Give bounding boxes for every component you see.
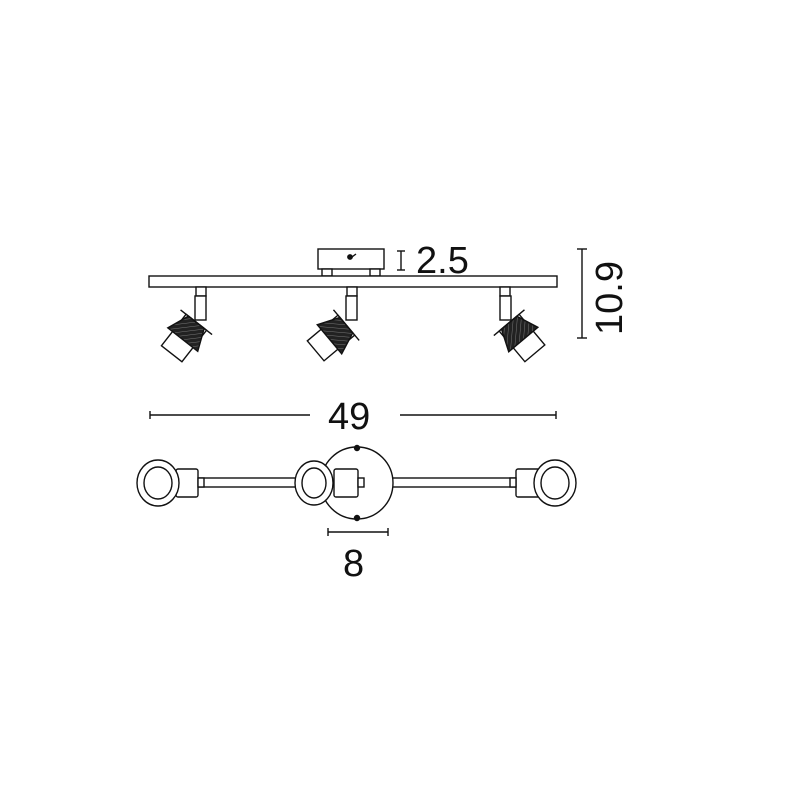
dimension-label-height-short: 2.5 (416, 240, 469, 282)
top-spotlight-middle (294, 460, 365, 506)
dimension-label-width: 49 (328, 396, 371, 438)
dimension-label-height-total: 10.9 (589, 261, 631, 335)
dimension-label-base-diameter: 8 (343, 543, 365, 585)
dimension-lines (149, 248, 587, 536)
top-view (136, 444, 577, 522)
spotlight-right (493, 286, 546, 363)
top-spotlight-left (136, 459, 205, 507)
side-view (148, 248, 558, 363)
spotlight-middle (306, 286, 360, 362)
mounting-bar (148, 275, 558, 288)
ceiling-base (317, 248, 385, 277)
spotlight-left (160, 286, 213, 363)
top-spotlight-right (509, 459, 577, 507)
